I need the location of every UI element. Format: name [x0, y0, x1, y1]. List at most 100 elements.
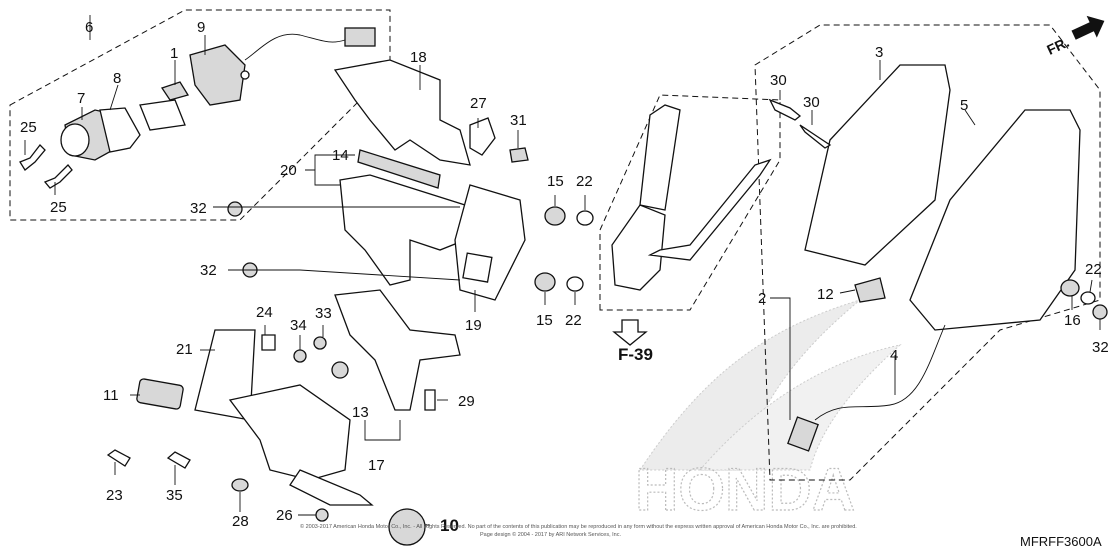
reflector-11 — [136, 378, 184, 410]
callout-33: 33 — [315, 305, 332, 322]
callout-32b: 32 — [200, 262, 217, 279]
bulb-12 — [854, 277, 886, 303]
callout-15a: 15 — [547, 173, 564, 190]
callout-11: 11 — [103, 387, 119, 404]
callout-17: 17 — [368, 457, 385, 474]
callout-6: 6 — [85, 19, 93, 36]
diagram-code: MFRFF3600A — [1020, 534, 1102, 549]
callout-2: 2 — [758, 290, 766, 307]
collar-22-c — [1080, 291, 1096, 305]
bolt-23 — [106, 449, 131, 467]
callout-24: 24 — [256, 304, 273, 321]
nut-32-c — [1092, 304, 1108, 320]
callout-14: 14 — [332, 147, 349, 164]
honda-watermark-text: HONDA — [635, 456, 855, 523]
callout-19: 19 — [465, 317, 482, 334]
callout-27: 27 — [470, 95, 487, 112]
callout-29: 29 — [458, 393, 475, 410]
copyright-line-1: © 2003-2017 American Honda Motor Co., In… — [300, 523, 857, 530]
callout-25a: 25 — [20, 119, 37, 136]
callout-5: 5 — [960, 97, 968, 114]
screw-25-b — [43, 164, 73, 189]
callout-13: 13 — [352, 404, 369, 421]
front-direction-label: FR. — [1044, 34, 1071, 58]
callout-10: 10 — [440, 516, 459, 535]
reference-arrow — [612, 319, 648, 346]
plate-19 — [454, 184, 526, 301]
cover-18 — [333, 59, 471, 166]
screw-30-b — [799, 124, 832, 149]
callout-30a: 30 — [770, 72, 787, 89]
grommet-16 — [1060, 279, 1080, 297]
rear-fender-arm — [647, 158, 772, 261]
washer-34 — [293, 349, 307, 363]
collar-33 — [313, 336, 327, 350]
license-bracket — [228, 384, 351, 481]
callout-25b: 25 — [50, 199, 67, 216]
callout-21: 21 — [176, 341, 193, 358]
callout-35: 35 — [166, 487, 183, 504]
reference-label-f39: F-39 — [618, 345, 653, 364]
callout-32a: 32 — [190, 200, 207, 217]
bolt-24 — [261, 334, 276, 351]
reflector-10 — [388, 508, 426, 546]
callout-1: 1 — [170, 45, 178, 62]
tail-lens-3 — [804, 64, 951, 266]
bolt-29 — [424, 389, 436, 411]
copyright-line-2: Page design © 2004 - 2017 by ARI Network… — [480, 531, 621, 538]
callout-12: 12 — [817, 286, 834, 303]
callout-22c: 22 — [1085, 261, 1102, 278]
callout-15b: 15 — [536, 312, 553, 329]
callout-18: 18 — [410, 49, 427, 66]
rear-fender-bracket — [611, 204, 666, 291]
callout-16: 16 — [1064, 312, 1081, 329]
callout-22a: 22 — [576, 173, 593, 190]
callout-9: 9 — [197, 19, 205, 36]
nut-26 — [315, 508, 329, 522]
rear-fender-upright — [639, 104, 681, 211]
bolt-35 — [166, 451, 191, 469]
clamp-27 — [469, 117, 496, 156]
tail-housing-5 — [909, 109, 1081, 331]
screw-30-a — [768, 98, 802, 121]
callout-31: 31 — [510, 112, 527, 129]
screw-25-a — [19, 144, 46, 171]
bulb-1 — [160, 81, 190, 101]
group-box-6 — [9, 9, 391, 221]
callout-26: 26 — [276, 507, 293, 524]
group-box-2 — [754, 24, 1101, 481]
plate-19-hole — [462, 252, 493, 283]
gasket — [99, 107, 141, 153]
callout-23: 23 — [106, 487, 123, 504]
grommet-15-b — [534, 272, 556, 292]
callout-30b: 30 — [803, 94, 820, 111]
callout-20: 20 — [280, 162, 297, 179]
callout-7: 7 — [77, 90, 85, 107]
seal-14 — [357, 149, 441, 189]
collar-22-a — [576, 210, 594, 226]
front-direction-arrow: FR. — [1044, 15, 1105, 58]
cap-28 — [231, 478, 249, 492]
mount-bracket-17 — [334, 289, 461, 411]
collar-22-b — [566, 276, 584, 292]
callout-8: 8 — [113, 70, 121, 87]
bracket-20 — [339, 174, 466, 286]
callout-22b: 22 — [565, 312, 582, 329]
socket-cord — [189, 27, 376, 106]
nut-31 — [509, 147, 529, 163]
callout-32c: 32 — [1092, 339, 1109, 356]
callout-4: 4 — [890, 347, 898, 364]
harness-4 — [814, 324, 946, 421]
grommet-15-a — [544, 206, 566, 226]
reflector-arm — [289, 469, 374, 506]
clip — [139, 99, 186, 131]
callout-28: 28 — [232, 513, 249, 530]
callout-3: 3 — [875, 44, 883, 61]
spacer-13 — [331, 361, 349, 379]
honda-wing-watermark: HONDA — [634, 299, 902, 524]
group-box-f39 — [599, 94, 781, 311]
callout-34: 34 — [290, 317, 307, 334]
leader-lines — [24, 15, 1101, 526]
nut-32-a — [227, 201, 243, 217]
